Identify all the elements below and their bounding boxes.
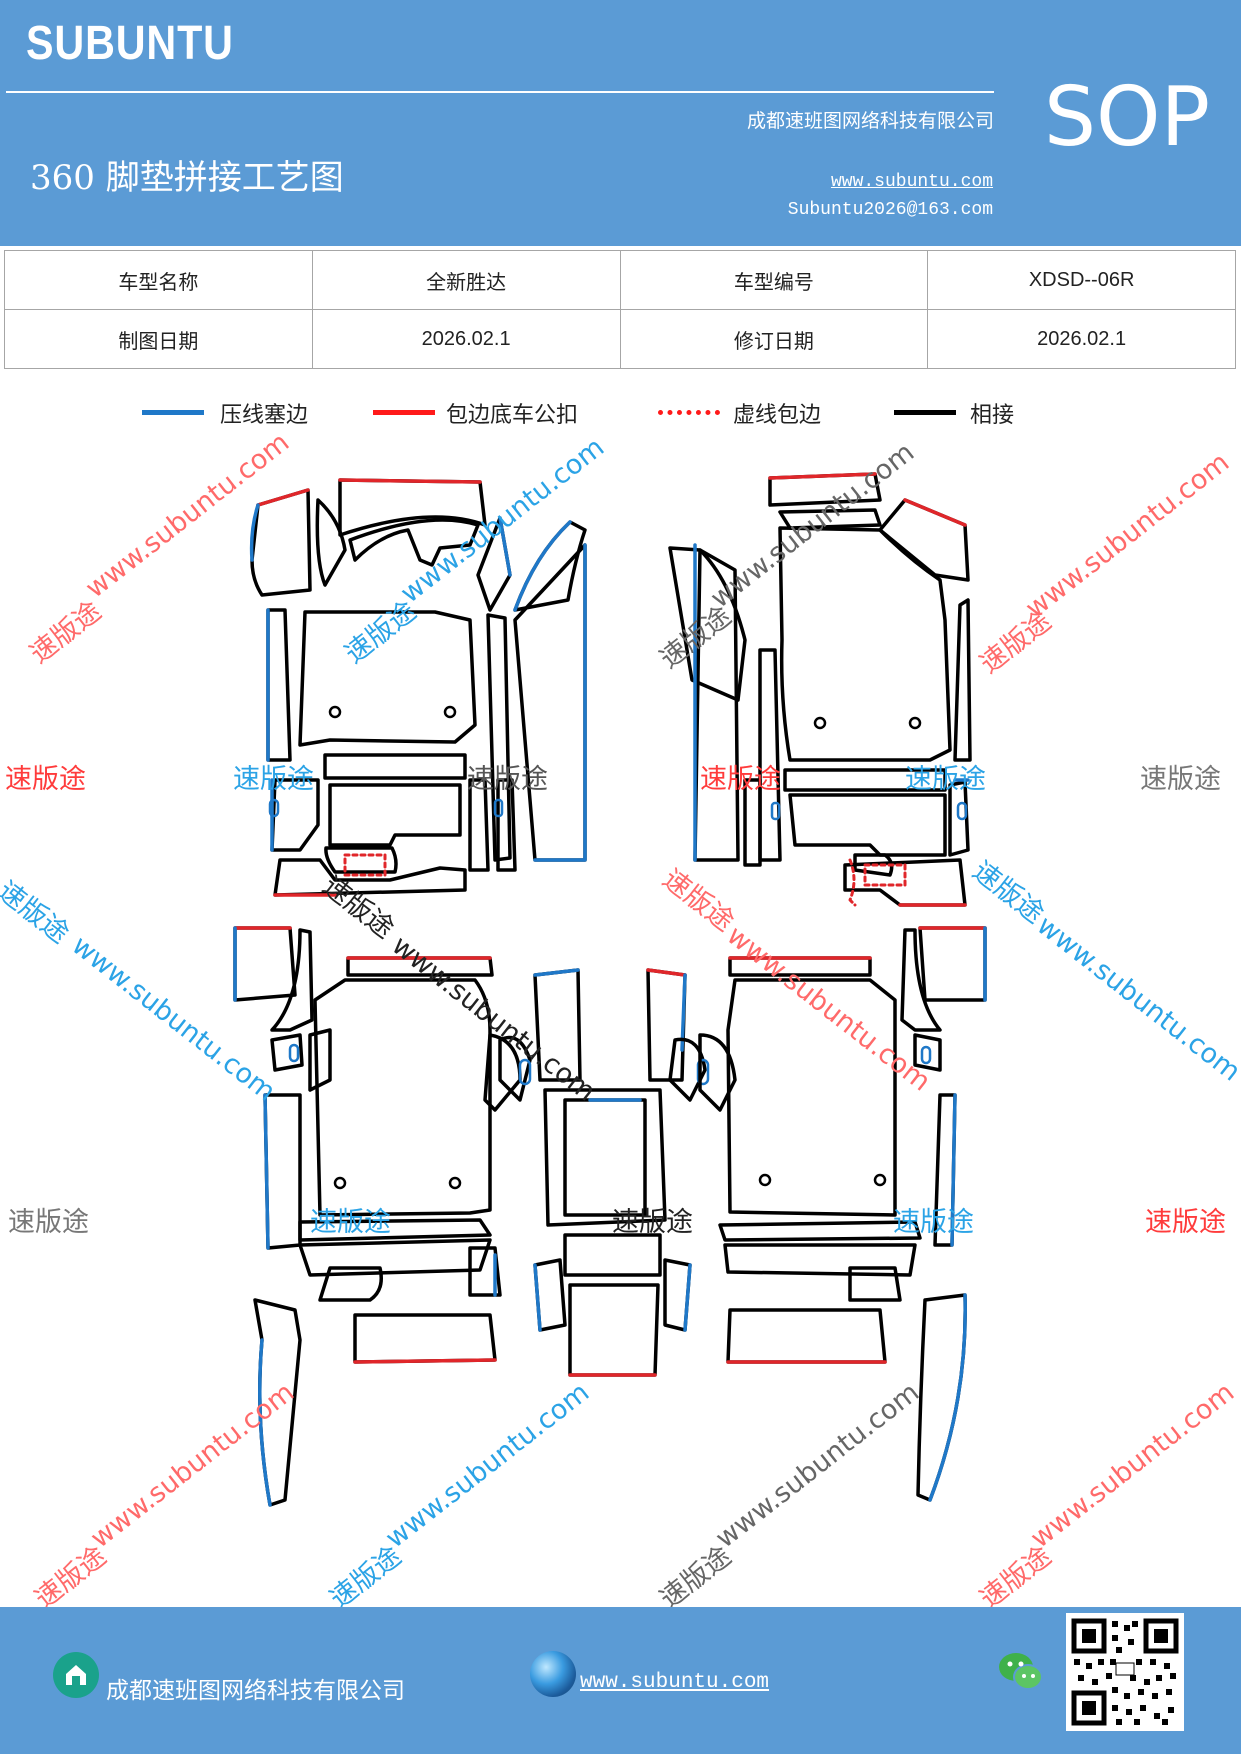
qr-code[interactable] (1066, 1613, 1184, 1731)
table-row: 制图日期 2026.02.1 修订日期 2026.02.1 (4, 309, 1236, 369)
brand-logo: SUBUNTU (26, 17, 234, 70)
legend-label: 虚线包边 (733, 403, 822, 428)
passenger-front-mat (668, 472, 972, 907)
wechat-icon[interactable] (996, 1649, 1046, 1695)
company-name: 成都速班图网络科技有限公司 (746, 110, 994, 132)
legend-swatch-red-dotted (658, 410, 720, 415)
legend-swatch-red (373, 410, 435, 415)
legend-swatch-black (894, 410, 956, 415)
watermark-brand: 速版途 (5, 764, 86, 795)
header-divider (6, 91, 994, 93)
globe-icon (530, 1651, 576, 1697)
drawing-date-label: 制图日期 (4, 309, 313, 369)
watermark-brand: 速版途 (1145, 1207, 1226, 1238)
header-banner: SUBUNTU SOP 成都速班图网络科技有限公司 360 脚垫拼接工艺图 ww… (0, 0, 1241, 246)
watermark-brand: 速版途 (612, 1207, 693, 1238)
footer-company-name: 成都速班图网络科技有限公司 (106, 1678, 405, 1704)
watermark-brand: 速版途 (310, 1207, 391, 1238)
watermark-brand: 速版途 (467, 764, 548, 795)
vehicle-info-table: 车型名称 全新胜达 车型编号 XDSD--06R 制图日期 2026.02.1 … (4, 250, 1236, 369)
second-row-left-mat (233, 926, 522, 1507)
watermark-brand: 速版途 (1140, 764, 1221, 795)
legend-label: 相接 (970, 403, 1015, 428)
watermark-brand: 速版途 (8, 1207, 89, 1238)
email-address: Subuntu2026@163.com (787, 200, 993, 220)
page-title: 360 脚垫拼接工艺图 (30, 158, 344, 198)
watermark-brand: 速版途 (233, 764, 314, 795)
watermark-brand: 速版途 (700, 764, 781, 795)
driver-front-mat (249, 478, 587, 897)
vehicle-name-value: 全新胜达 (311, 250, 621, 310)
legend-label: 压线塞边 (220, 403, 309, 428)
vehicle-name-label: 车型名称 (4, 250, 313, 310)
legend: 压线塞边 包边底车公扣 虚线包边 相接 (0, 395, 1241, 435)
vehicle-code-label: 车型编号 (619, 250, 929, 310)
revision-date-label: 修订日期 (619, 309, 929, 369)
doc-type-label: SOP (1044, 70, 1211, 165)
footer: 成都速班图网络科技有限公司 www.subuntu.com (0, 1607, 1241, 1754)
second-row-right-mat (698, 926, 987, 1502)
legend-swatch-blue (142, 410, 204, 415)
company-icon (53, 1652, 99, 1698)
footer-website-link[interactable]: www.subuntu.com (580, 1671, 770, 1694)
drawing-date-value: 2026.02.1 (311, 309, 621, 369)
revision-date-value: 2026.02.1 (927, 309, 1236, 369)
second-row-center-mat (498, 968, 710, 1377)
watermark-brand: 速版途 (893, 1207, 974, 1238)
website-link[interactable]: www.subuntu.com (830, 172, 993, 192)
legend-label: 包边底车公扣 (446, 403, 579, 428)
watermark-brand: 速版途 (905, 764, 986, 795)
